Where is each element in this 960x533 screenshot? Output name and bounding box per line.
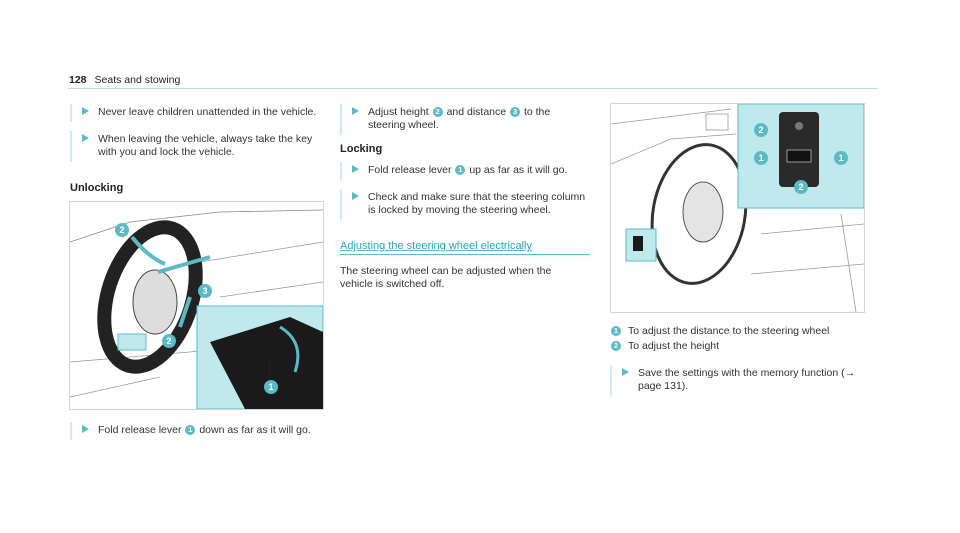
legend-item: 2 To adjust the height — [610, 340, 865, 353]
legend-item: 1 To adjust the distance to the steering… — [610, 325, 865, 338]
step-text: up as far as it will go. — [469, 164, 568, 176]
callout-1: 1 — [834, 151, 848, 165]
page-header: 128 Seats and stowing — [69, 74, 180, 86]
step-text: Check and make sure that the steering co… — [368, 191, 586, 216]
section-rule — [340, 254, 590, 255]
legend-text: To adjust the height — [628, 340, 720, 352]
step-text: to the steering wheel. — [368, 106, 551, 131]
col1-step-fold: Fold release lever 1 down as far as it w… — [70, 422, 325, 440]
arrow-right-icon — [352, 192, 359, 200]
step-text: Fold release lever — [98, 424, 182, 436]
arrow-right-icon — [82, 134, 89, 142]
column-3: 1 To adjust the distance to the steering… — [610, 325, 865, 396]
callout-1: 1 — [264, 380, 278, 394]
step-check: Check and make sure that the steering co… — [340, 189, 590, 220]
locking-heading: Locking — [340, 143, 383, 155]
arrow-right-icon — [352, 165, 359, 173]
step-text: Fold release lever — [368, 164, 452, 176]
warning-text-2: When leaving the vehicle, always take th… — [98, 133, 313, 158]
arrow-right-icon — [82, 425, 89, 433]
cockpit-drawing — [611, 104, 864, 312]
electric-adjust-illustration: 2 1 1 2 — [610, 103, 865, 313]
arrow-right-icon — [352, 107, 359, 115]
callout-2: 2 — [115, 223, 129, 237]
step-save: Save the settings with the memory functi… — [610, 365, 865, 396]
callout-2: 2 — [432, 107, 443, 117]
callout-2: 2 — [611, 341, 621, 351]
arrow-right-icon — [82, 107, 89, 115]
callout-2: 2 — [162, 334, 176, 348]
steering-wheel-drawing — [70, 209, 323, 409]
step-fold-down: Fold release lever 1 down as far as it w… — [70, 422, 325, 440]
legend-text: To adjust the distance to the steering w… — [628, 325, 830, 337]
step-adjust: Adjust height 2 and distance 3 to the st… — [340, 104, 590, 135]
step-text: and distance — [446, 106, 507, 118]
callout-1: 1 — [185, 425, 196, 435]
section-title: Seats and stowing — [94, 74, 181, 86]
warning-step-1: Never leave children unattended in the v… — [70, 104, 325, 122]
arrow-right-icon — [622, 368, 629, 376]
column-1: Never leave children unattended in the v… — [70, 104, 325, 195]
step-fold-up: Fold release lever 1 up as far as it wil… — [340, 162, 590, 180]
callout-3: 3 — [198, 284, 212, 298]
step-text: Adjust height — [368, 106, 429, 118]
column-2: Adjust height 2 and distance 3 to the st… — [340, 104, 590, 291]
step-text: Save the settings with the memory functi… — [638, 367, 856, 392]
warning-step-2: When leaving the vehicle, always take th… — [70, 131, 325, 162]
callout-1: 1 — [611, 326, 621, 336]
unlocking-illustration: 2 3 2 1 — [69, 201, 324, 410]
callout-3: 3 — [510, 107, 521, 117]
electric-body: The steering wheel can be adjusted when … — [340, 265, 552, 290]
callout-1: 1 — [455, 165, 466, 175]
callout-2: 2 — [794, 180, 808, 194]
electric-adjust-heading[interactable]: Adjusting the steering wheel electricall… — [340, 240, 532, 252]
callout-1: 1 — [754, 151, 768, 165]
unlocking-heading: Unlocking — [70, 182, 124, 194]
step-text: down as far as it will go. — [199, 424, 311, 436]
warning-text-1: Never leave children unattended in the v… — [98, 106, 317, 118]
header-rule — [68, 88, 878, 89]
page-number: 128 — [69, 74, 87, 86]
callout-2: 2 — [754, 123, 768, 137]
